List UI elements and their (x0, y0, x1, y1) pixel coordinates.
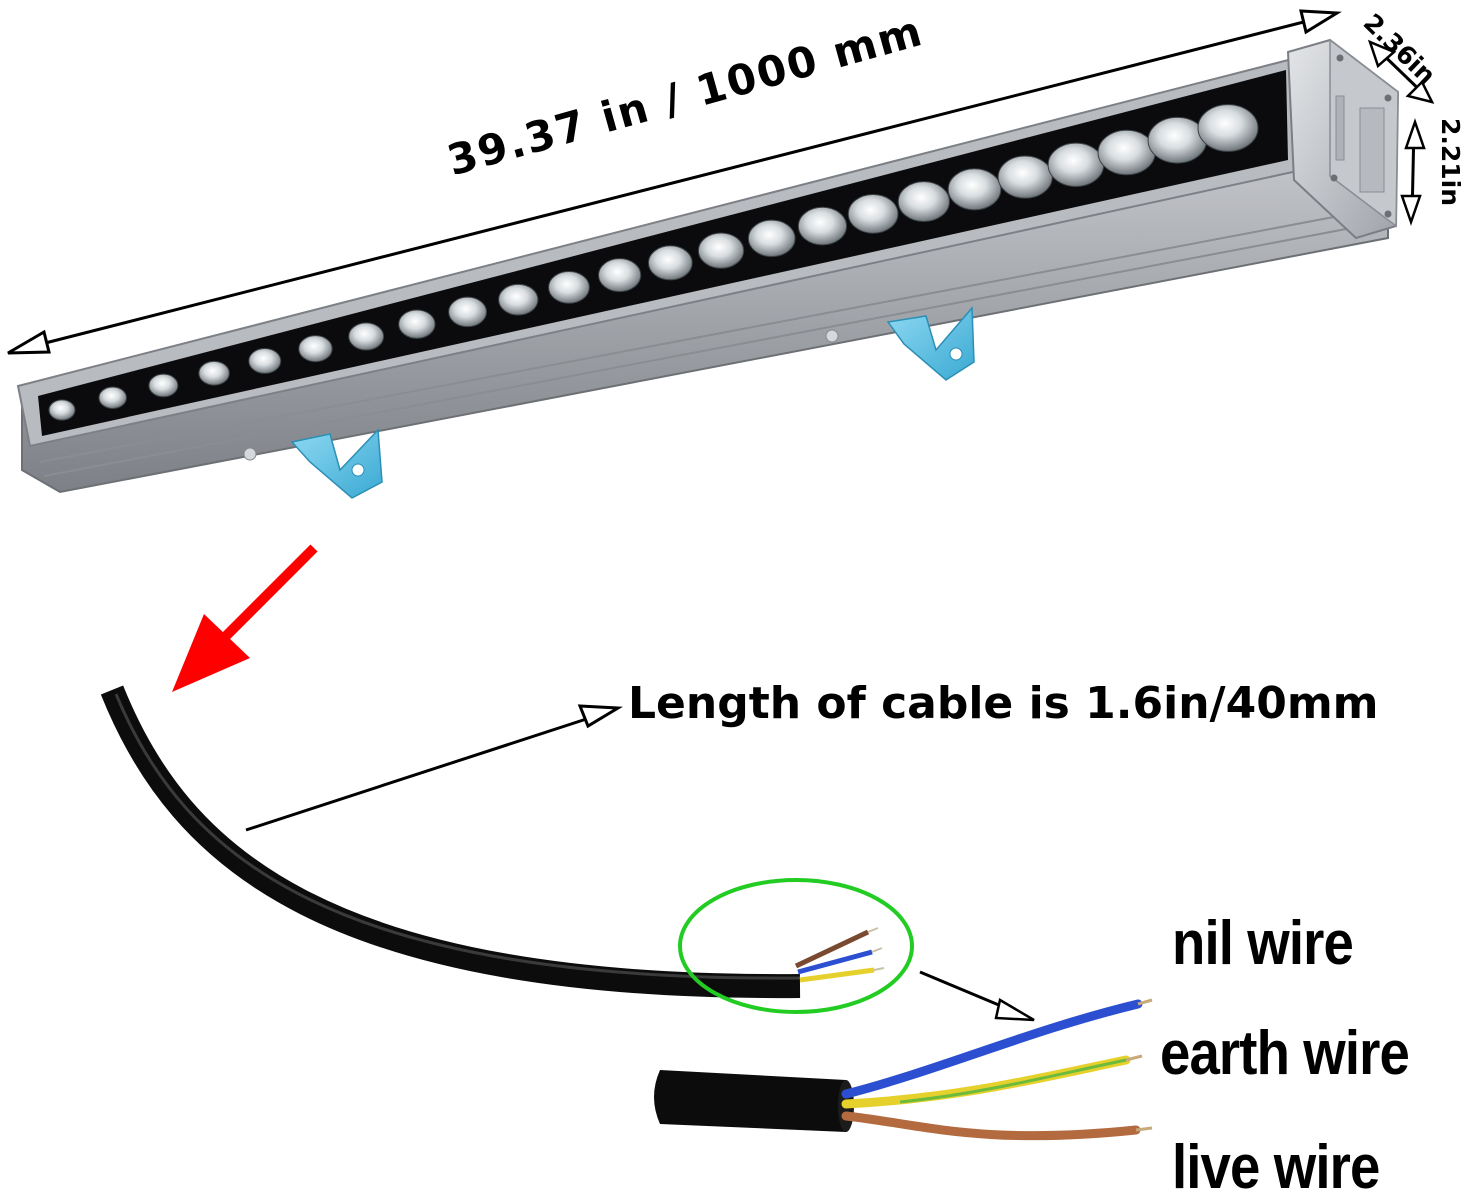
led-lamp (997, 155, 1053, 199)
led-lamp (647, 245, 693, 281)
wire-highlight-circle (678, 878, 914, 1014)
led-lamp (48, 399, 76, 421)
cable-length-arrow (245, 704, 623, 832)
led-lamp (797, 206, 848, 246)
height-dimension-arrow (1400, 118, 1426, 226)
cable-length-note: Length of cable is 1.6in/40mm (628, 678, 1379, 729)
led-lamp (548, 270, 590, 304)
led-lamp-row (48, 104, 1259, 421)
height-label: 2.21in (1436, 118, 1465, 207)
led-lamp (448, 296, 487, 328)
led-lamp (598, 258, 642, 293)
led-lamp (98, 386, 127, 409)
live-wire-label: live wire (1172, 1133, 1380, 1202)
led-lamp (1197, 104, 1259, 152)
led-lamp (947, 168, 1002, 211)
led-wall-washer-bar (16, 56, 1389, 494)
led-lamp (348, 322, 385, 351)
led-lamp (697, 232, 745, 269)
cable-end-closeup (654, 998, 1153, 1141)
led-lamp (1047, 142, 1105, 187)
led-lamp (248, 348, 282, 374)
led-lamp (148, 373, 179, 398)
led-lamp (1097, 129, 1156, 176)
led-lamp (398, 309, 436, 339)
end-cap (1286, 38, 1400, 240)
mounting-bracket-left (243, 428, 383, 499)
led-lamp (747, 219, 796, 258)
led-lamp (847, 193, 899, 234)
led-lamp (1147, 116, 1208, 164)
mounting-bracket-right (825, 306, 975, 381)
led-lamp (498, 283, 539, 316)
power-cable (100, 685, 885, 999)
length-dimension-arrow (7, 9, 1342, 355)
nil-wire-label: nil wire (1172, 909, 1354, 978)
earth-wire-label: earth wire (1160, 1019, 1410, 1088)
zoom-arrow (919, 970, 1035, 1022)
width-dimension-arrow (1367, 39, 1435, 104)
led-lamp (198, 360, 230, 386)
pointer-arrow (172, 544, 318, 692)
led-lamp (298, 335, 333, 363)
led-lamp (897, 181, 950, 223)
